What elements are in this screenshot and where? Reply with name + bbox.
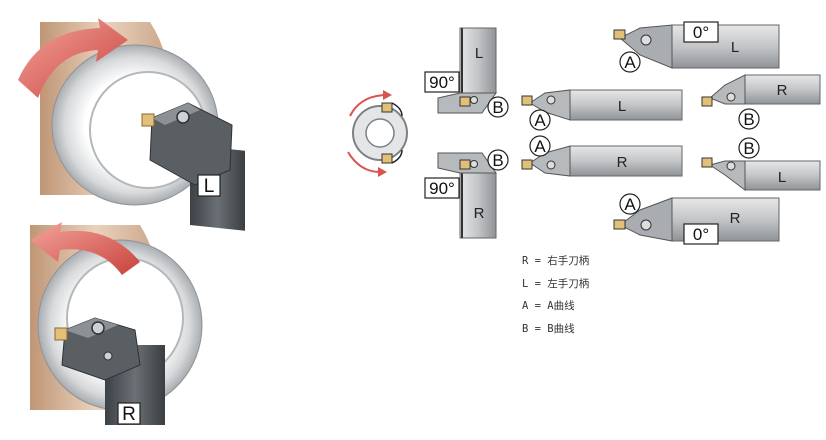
- insert: [521, 95, 533, 106]
- insert: [381, 102, 393, 113]
- svg-text:L: L: [475, 45, 483, 62]
- screw-icon: [470, 160, 478, 168]
- screw-icon: [640, 219, 652, 231]
- insert: [141, 113, 155, 127]
- label-box-l: [197, 174, 221, 197]
- rotation-arrow-icon: [347, 151, 381, 173]
- label-r: R: [122, 404, 136, 425]
- tool-small-left: L B: [701, 137, 821, 191]
- curve-badge-a: [529, 135, 551, 157]
- legend-item: L = 左手刀柄: [522, 277, 590, 290]
- insert: [459, 159, 471, 170]
- tool-small-right: R B: [701, 74, 821, 130]
- svg-text:A: A: [624, 195, 636, 214]
- tool-center-right: R A: [521, 135, 683, 177]
- label-box-r: [117, 402, 141, 425]
- screw-icon: [470, 96, 478, 104]
- illustration-right-hand: R: [30, 222, 203, 425]
- angle-box-90: [424, 177, 460, 199]
- svg-text:A: A: [624, 53, 636, 72]
- insert: [459, 96, 471, 107]
- screw-icon: [91, 321, 105, 335]
- curve-badge-b: [738, 137, 760, 159]
- tool-90-left: L 90° B: [424, 27, 509, 118]
- svg-text:R: R: [617, 154, 628, 171]
- angle-box-0: [683, 21, 719, 43]
- screw-icon: [726, 161, 736, 171]
- tool-center-left: L A: [521, 89, 683, 131]
- curve-badge-a: [529, 109, 551, 131]
- svg-text:90°: 90°: [429, 179, 455, 198]
- rotation-symbol: [347, 90, 408, 177]
- insert: [381, 153, 393, 164]
- screw-icon: [546, 160, 556, 170]
- insert: [521, 159, 533, 170]
- insert: [701, 157, 713, 168]
- tool-0-right: R 0° A: [613, 193, 780, 245]
- curve-badge-b: [487, 149, 509, 171]
- insert: [54, 327, 68, 341]
- screw-icon: [546, 95, 556, 105]
- svg-text:B: B: [743, 110, 754, 129]
- illustration-left-hand: L: [18, 18, 245, 231]
- insert: [701, 96, 713, 107]
- screw-icon: [103, 351, 113, 361]
- rotation-arrow-icon: [30, 222, 140, 275]
- curve-badge-a: [619, 51, 641, 73]
- label-l: L: [204, 176, 215, 197]
- svg-text:R: R: [777, 82, 788, 99]
- tool-0-left: L 0° A: [613, 21, 780, 73]
- screw-icon: [640, 34, 652, 46]
- curve-badge-b: [738, 108, 760, 130]
- curve-badge-a: [619, 193, 641, 215]
- svg-text:0°: 0°: [693, 23, 709, 42]
- insert: [613, 29, 626, 40]
- svg-text:A: A: [534, 137, 546, 156]
- legend: R = 右手刀柄 L = 左手刀柄 A = A曲线 B = B曲线: [522, 250, 589, 340]
- insert: [613, 219, 626, 230]
- svg-text:L: L: [731, 39, 739, 56]
- svg-text:B: B: [743, 139, 754, 158]
- angle-box-90: [424, 71, 460, 93]
- tool-90-right: R 90° B: [424, 149, 509, 239]
- svg-text:R: R: [730, 210, 741, 227]
- angle-box-0: [683, 223, 719, 245]
- svg-text:90°: 90°: [429, 73, 455, 92]
- curve-badge-b: [487, 96, 509, 118]
- rotation-arrow-icon: [349, 94, 386, 117]
- rotation-arrow-icon: [18, 18, 128, 98]
- svg-text:B: B: [492, 151, 503, 170]
- svg-text:L: L: [778, 169, 786, 186]
- svg-text:R: R: [474, 205, 485, 222]
- svg-text:L: L: [618, 98, 626, 115]
- legend-item: R = 右手刀柄: [522, 255, 590, 267]
- legend-item: A = A曲线: [522, 300, 575, 312]
- screw-icon: [176, 110, 190, 124]
- legend-item: B = B曲线: [522, 322, 575, 335]
- svg-text:B: B: [492, 98, 503, 117]
- svg-text:A: A: [534, 111, 546, 130]
- screw-icon: [726, 92, 736, 102]
- svg-text:0°: 0°: [693, 225, 709, 244]
- tool-head-face: [152, 103, 200, 125]
